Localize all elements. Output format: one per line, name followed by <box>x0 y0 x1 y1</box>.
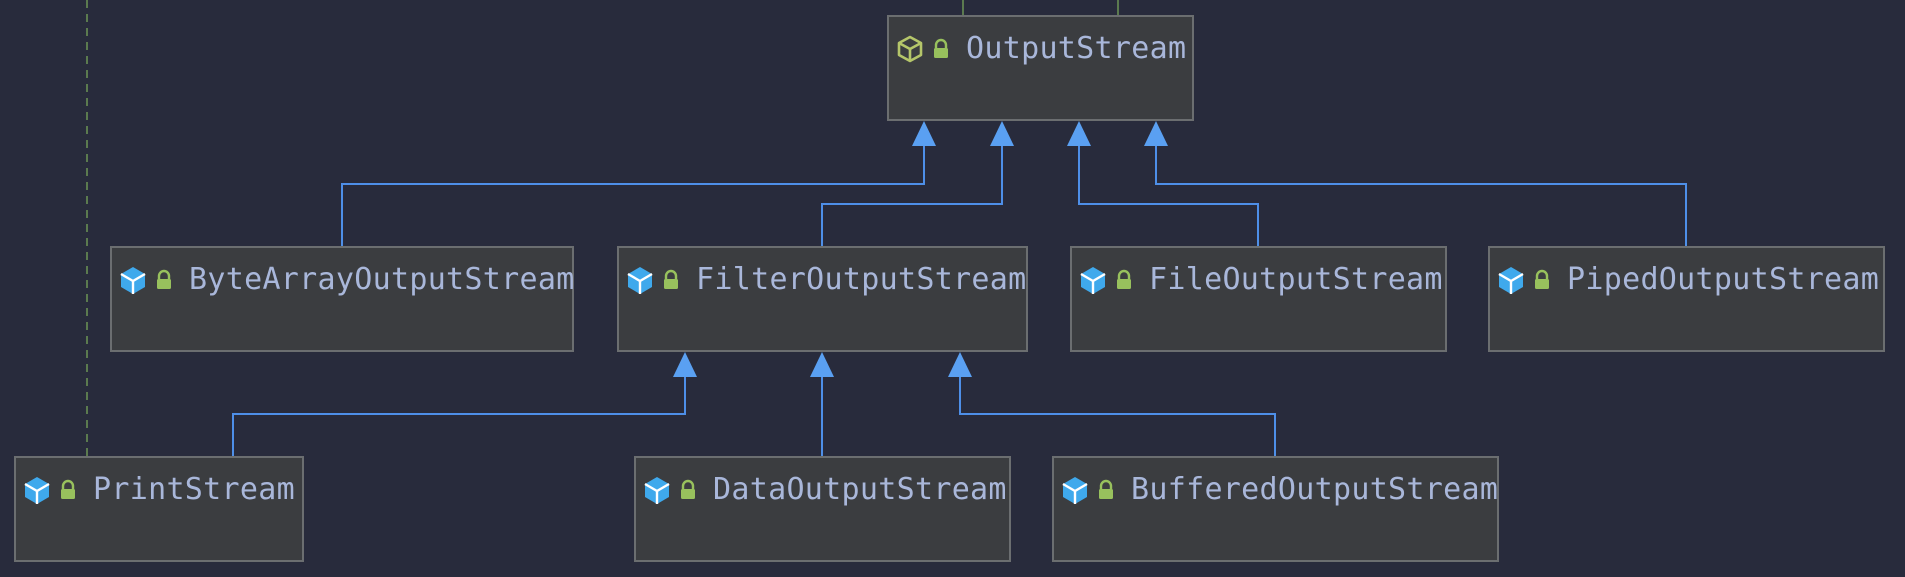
node-header: OutputStream <box>895 31 1186 66</box>
class-node-piped-output-stream[interactable]: PipedOutputStream <box>1488 246 1885 352</box>
extends-arrow <box>990 121 1014 146</box>
node-header: PipedOutputStream <box>1496 262 1879 297</box>
node-label: OutputStream <box>966 31 1187 66</box>
class-node-byte-array-output-stream[interactable]: ByteArrayOutputStream <box>110 246 574 352</box>
node-header: BufferedOutputStream <box>1060 472 1498 507</box>
class-icon <box>642 475 672 505</box>
node-header: FileOutputStream <box>1078 262 1443 297</box>
class-node-buffered-output-stream[interactable]: BufferedOutputStream <box>1052 456 1499 562</box>
node-label: ByteArrayOutputStream <box>189 262 575 297</box>
extends-arrow <box>1067 121 1091 146</box>
class-node-data-output-stream[interactable]: DataOutputStream <box>634 456 1011 562</box>
extends-arrow <box>1144 121 1168 146</box>
lock-icon <box>57 479 79 501</box>
node-label: PipedOutputStream <box>1567 262 1880 297</box>
class-node-file-output-stream[interactable]: FileOutputStream <box>1070 246 1447 352</box>
class-icon <box>1496 265 1526 295</box>
class-icon <box>118 265 148 295</box>
class-node-print-stream[interactable]: PrintStream <box>14 456 304 562</box>
edge-filter-to-outputstream <box>821 142 1003 246</box>
class-icon <box>1078 265 1108 295</box>
class-node-output-stream[interactable]: OutputStream <box>887 15 1194 121</box>
class-icon <box>625 265 655 295</box>
extends-arrow <box>948 352 972 377</box>
edge-print-to-filter <box>232 373 686 456</box>
extends-arrow <box>673 352 697 377</box>
abstract-class-icon <box>895 34 925 64</box>
edge-file-to-outputstream <box>1078 142 1259 246</box>
node-header: PrintStream <box>22 472 295 507</box>
node-label: DataOutputStream <box>713 472 1007 507</box>
node-label: FileOutputStream <box>1149 262 1443 297</box>
class-icon <box>22 475 52 505</box>
edge-bytearray-to-outputstream <box>341 142 925 246</box>
node-header: FilterOutputStream <box>625 262 1027 297</box>
extends-arrow <box>810 352 834 377</box>
lock-icon <box>930 38 952 60</box>
lock-icon <box>153 269 175 291</box>
edge-piped-to-outputstream <box>1155 142 1687 246</box>
lock-icon <box>1095 479 1117 501</box>
lock-icon <box>660 269 682 291</box>
lock-icon <box>1531 269 1553 291</box>
node-header: ByteArrayOutputStream <box>118 262 575 297</box>
node-label: FilterOutputStream <box>696 262 1027 297</box>
class-node-filter-output-stream[interactable]: FilterOutputStream <box>617 246 1028 352</box>
lock-icon <box>1113 269 1135 291</box>
extends-arrow <box>912 121 936 146</box>
edge-buffered-to-filter <box>959 373 1276 456</box>
lock-icon <box>677 479 699 501</box>
node-header: DataOutputStream <box>642 472 1007 507</box>
node-label: PrintStream <box>93 472 295 507</box>
class-icon <box>1060 475 1090 505</box>
node-label: BufferedOutputStream <box>1131 472 1499 507</box>
